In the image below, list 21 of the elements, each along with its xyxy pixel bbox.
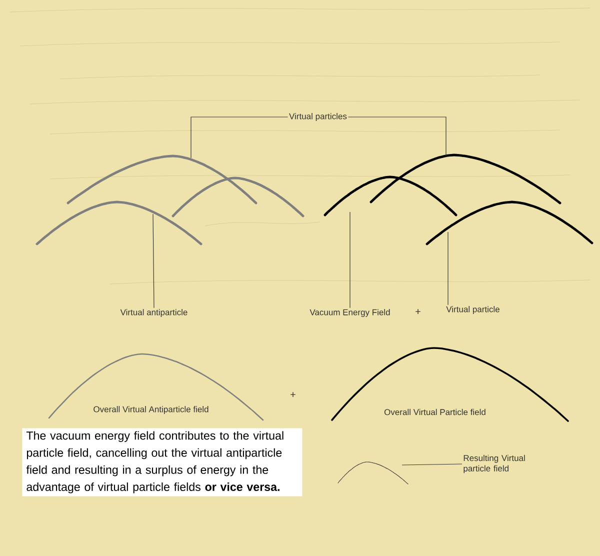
curve xyxy=(66,154,258,204)
leader-line xyxy=(348,116,446,156)
curve xyxy=(172,176,304,218)
leader-line xyxy=(152,214,154,308)
curve-caption: Overall Virtual Antiparticle field xyxy=(94,406,208,414)
annotation-text: Virtual particle xyxy=(446,306,500,314)
curve xyxy=(36,200,202,246)
curve xyxy=(324,176,458,216)
curve xyxy=(338,462,408,484)
annotation-text: Virtual particles xyxy=(289,113,347,121)
annotation-text: Vacuum Energy Field xyxy=(310,309,390,317)
text-panel: The vacuum energy field contributes to the virtual particle field, cancelling out the virtual antiparticle field and resulting in a surplus of energy in the advantage of virtual particle fields or vice versa. xyxy=(22,428,302,496)
curve-caption: Overall Virtual Particle field xyxy=(384,408,486,416)
leader-line xyxy=(190,116,288,158)
annotation-text: Resulting Virtual particle field xyxy=(464,454,525,474)
plus-sign: + xyxy=(416,309,420,314)
plus-sign: + xyxy=(290,392,296,397)
curve xyxy=(370,154,562,204)
annotation-text: Virtual antiparticle xyxy=(120,309,188,317)
leader-line xyxy=(402,464,462,466)
curve xyxy=(426,200,594,246)
